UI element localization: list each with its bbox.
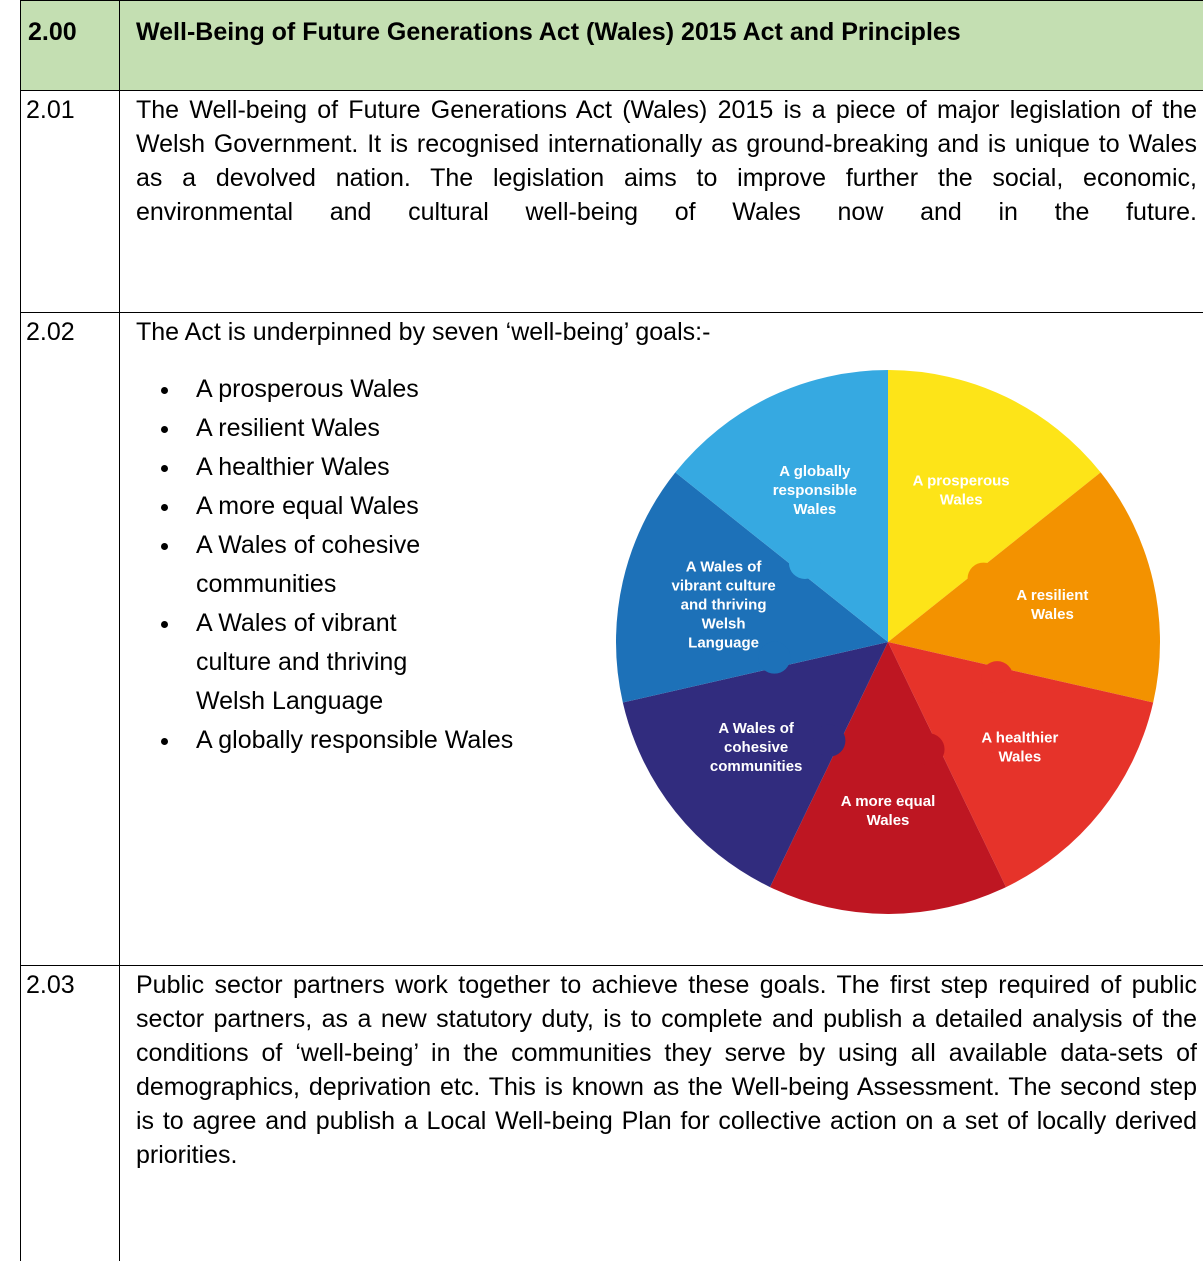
row-divider <box>20 312 1203 313</box>
goal-label: A healthier Wales <box>196 453 390 481</box>
wheel-segment <box>769 642 1007 914</box>
row-number: 2.01 <box>26 96 75 124</box>
list-item: A more equal Wales <box>150 487 510 526</box>
header-row <box>20 0 1203 90</box>
puzzle-knob <box>981 661 1014 694</box>
goal-label: A prosperous Wales <box>196 375 419 403</box>
goals-intro: The Act is underpinned by seven ‘well-be… <box>136 318 711 346</box>
bullet-icon <box>161 426 168 433</box>
row-number: 2.03 <box>26 971 75 999</box>
puzzle-knob <box>758 641 791 674</box>
list-item: A Wales of vibrant culture and thriving … <box>150 604 476 721</box>
list-item: A healthier Wales <box>150 448 510 487</box>
bullet-icon <box>161 504 168 511</box>
puzzle-knob <box>788 546 821 579</box>
goal-label: A Wales of cohesive communities <box>196 531 421 598</box>
paragraph: Public sector partners work together to … <box>136 971 1197 1169</box>
list-item: A prosperous Wales <box>150 370 510 409</box>
row-divider <box>20 0 1203 1</box>
goal-label: A resilient Wales <box>196 414 380 442</box>
bullet-icon <box>161 387 168 394</box>
section-table: 2.00 Well-Being of Future Generations Ac… <box>20 0 1203 1261</box>
wheel-segment <box>888 642 1154 888</box>
wheel-segment <box>888 472 1160 703</box>
puzzle-knob <box>912 733 945 766</box>
wheel-segment <box>622 642 888 888</box>
column-divider <box>119 0 120 1261</box>
wheel-segment <box>616 472 888 703</box>
row-number: 2.02 <box>26 318 75 346</box>
goals-list: A prosperous Wales A resilient Wales A h… <box>150 370 513 760</box>
wheel-segment <box>675 370 888 642</box>
list-item: A Wales of cohesive communities <box>150 526 496 604</box>
list-item: A resilient Wales <box>150 409 510 448</box>
bullet-icon <box>161 543 168 550</box>
bullet-icon <box>161 465 168 472</box>
section-title: Well-Being of Future Generations Act (Wa… <box>136 18 961 46</box>
section-number: 2.00 <box>28 18 77 46</box>
puzzle-knob <box>967 562 1000 595</box>
bullet-icon <box>161 738 168 745</box>
table-border-left <box>20 0 21 1261</box>
goal-label: A Wales of vibrant culture and thriving … <box>196 609 408 715</box>
puzzle-knob <box>813 724 846 757</box>
row-divider <box>20 965 1203 966</box>
puzzle-knob <box>882 511 914 544</box>
bullet-icon <box>161 621 168 628</box>
paragraph: The Well-being of Future Generations Act… <box>136 96 1197 226</box>
wheel-segment <box>888 370 1101 642</box>
row-divider <box>20 90 1203 91</box>
list-item: A globally responsible Wales <box>150 721 526 760</box>
goal-label: A globally responsible Wales <box>196 726 514 754</box>
goal-label: A more equal Wales <box>196 492 419 520</box>
